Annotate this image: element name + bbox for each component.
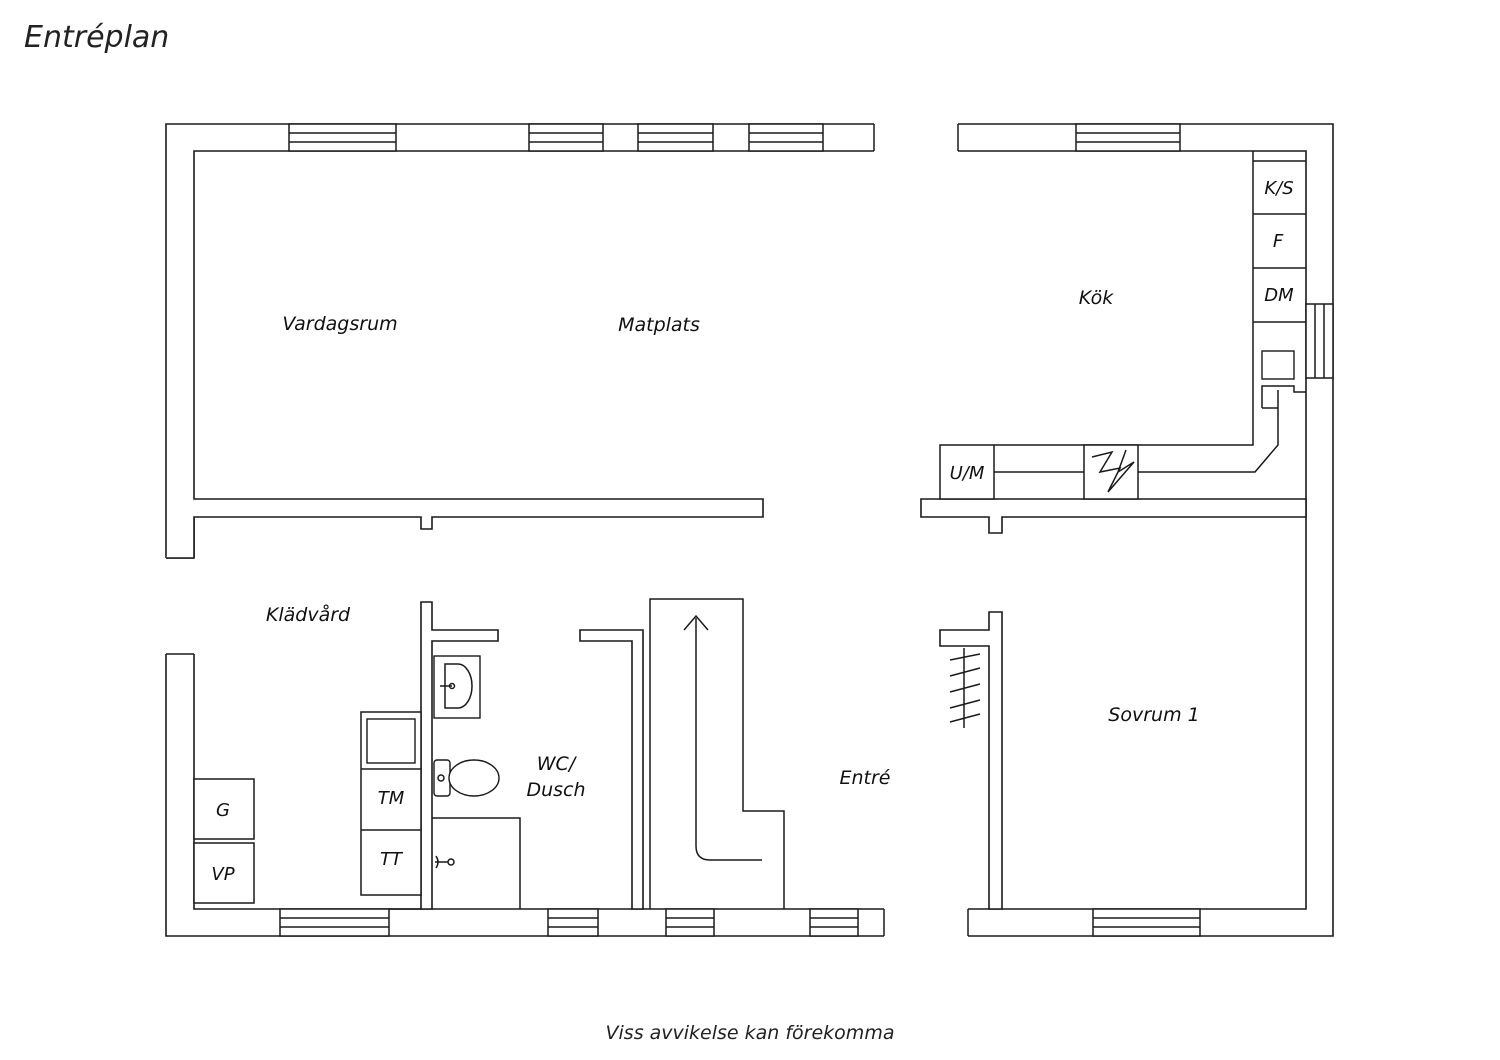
disclaimer-footer: Viss avvikelse kan förekomma	[605, 1022, 895, 1044]
fixture-label-um: U/M	[950, 463, 985, 484]
fixture-label-dm: DM	[1264, 285, 1294, 306]
interior-wall-kitchen	[920, 498, 1307, 534]
closet-wall	[939, 611, 1003, 910]
fixture-label-g: G	[216, 800, 230, 821]
fixture-label-f: F	[1273, 231, 1284, 252]
room-label-sovrum: Sovrum 1	[1108, 704, 1199, 726]
left-door-gap	[163, 558, 197, 654]
fireplace-icon	[1083, 444, 1139, 500]
window-top-2	[528, 123, 604, 152]
room-label-entre: Entré	[840, 767, 891, 789]
room-label-wc-1: WC/	[537, 753, 578, 775]
toilet-icon	[433, 759, 500, 797]
front-door-gap	[884, 906, 968, 939]
room-label-kok: Kök	[1079, 287, 1114, 309]
room-label-vardagsrum: Vardagsrum	[282, 313, 397, 335]
window-bottom-3	[665, 908, 715, 937]
um-box	[939, 444, 995, 500]
plan-title: Entréplan	[24, 20, 170, 55]
hanger-rail-icon	[949, 648, 981, 728]
window-top-3	[637, 123, 714, 152]
fixture-label-tt: TT	[380, 849, 404, 870]
window-top-1	[288, 123, 397, 152]
wc-right-wall	[579, 629, 644, 910]
outer-wall	[165, 123, 1334, 937]
window-top-5	[1075, 123, 1181, 152]
room-label-kladvard: Klädvård	[266, 603, 351, 626]
stairs	[649, 598, 785, 909]
window-top-4	[748, 123, 824, 152]
shower-icon	[432, 817, 521, 909]
window-bottom-4	[809, 908, 859, 937]
wc-wall	[420, 601, 499, 910]
laundry-cabinet	[360, 711, 422, 896]
fixture-label-ks: K/S	[1264, 178, 1293, 199]
g-box	[193, 778, 255, 840]
interior-wall-living	[166, 498, 764, 559]
sink-icon	[433, 655, 481, 719]
window-bottom-5	[1092, 908, 1201, 937]
room-label-wc-2: Dusch	[526, 779, 585, 801]
window-right	[1305, 303, 1334, 379]
window-bottom-2	[547, 908, 599, 937]
vp-box	[193, 842, 255, 904]
fixture-label-tm: TM	[378, 788, 405, 809]
kitchen-counter	[994, 151, 1306, 473]
top-opening-gap	[874, 121, 958, 154]
window-bottom-1	[279, 908, 390, 937]
room-label-matplats: Matplats	[618, 314, 700, 336]
fixture-label-vp: VP	[211, 864, 234, 885]
